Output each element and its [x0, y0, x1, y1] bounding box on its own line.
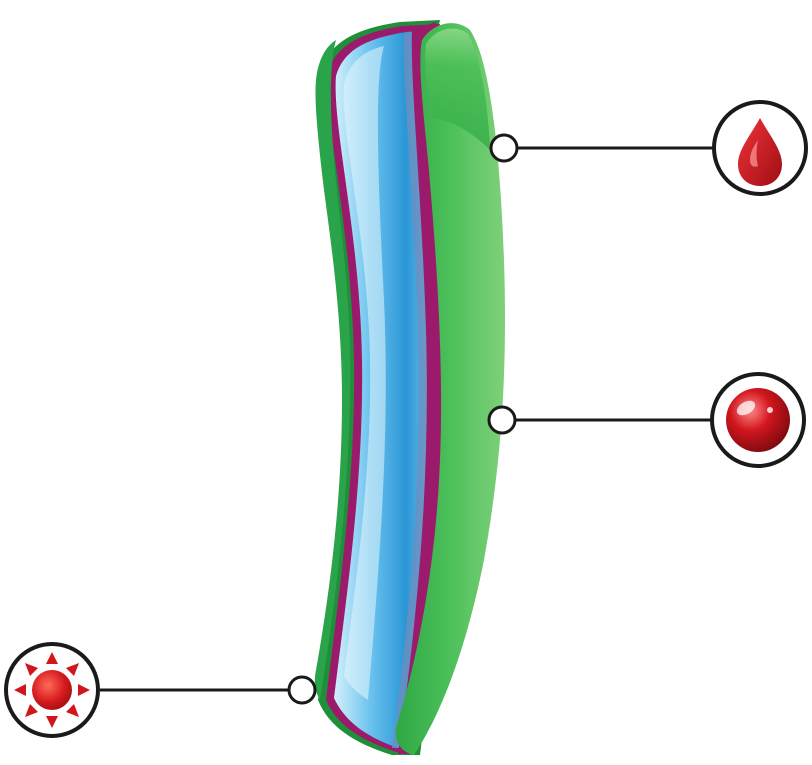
callout-sphere: [710, 372, 806, 468]
callout-drop: [712, 100, 808, 196]
callout-sun: [4, 642, 100, 738]
green-outer-layer: [395, 23, 506, 756]
blue-core-highlight: [343, 46, 386, 700]
drop-highlight: [750, 140, 758, 167]
sun-ray-e: [78, 684, 90, 696]
callout-lines: [100, 146, 714, 692]
green-left-rim: [314, 40, 351, 700]
red-sphere-icon: [726, 388, 790, 452]
anchor-dot-sphere: [487, 405, 517, 435]
sun-ray-s: [46, 716, 58, 728]
sun-ray-se: [66, 704, 79, 717]
magenta-layer-front: [398, 22, 441, 754]
sphere-highlight-small: [767, 407, 773, 413]
sphere-highlight: [736, 400, 756, 416]
anchor-dot-drop: [489, 133, 519, 163]
pad-layers: [314, 20, 506, 756]
green-top-highlight: [425, 28, 490, 150]
sun-ray-sw: [25, 704, 38, 717]
sun-icon: [14, 652, 90, 728]
sun-ray-w: [14, 684, 26, 696]
sun-ray-nw: [25, 663, 38, 676]
sun-core: [32, 670, 72, 710]
sun-ray-n: [46, 652, 58, 664]
callout-anchors: [287, 133, 519, 705]
anchor-dot-sun: [287, 675, 317, 705]
sun-ray-ne: [66, 663, 79, 676]
blood-drop-icon: [738, 118, 782, 186]
